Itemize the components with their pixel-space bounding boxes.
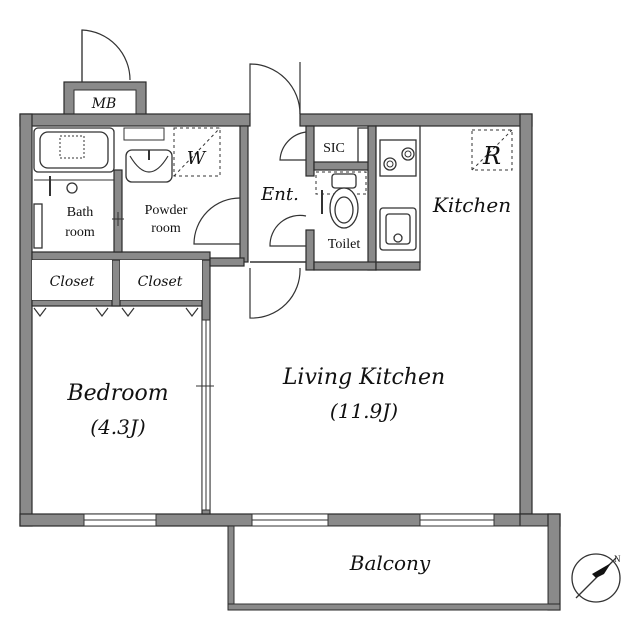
closet-left-label: Closet	[50, 274, 95, 290]
sic: SIC	[323, 127, 369, 163]
bedroom-label: Bedroom	[66, 381, 168, 406]
fridge-label: R	[482, 142, 501, 170]
washer-space	[173, 127, 221, 177]
interior-walls	[31, 125, 421, 515]
drain-icon	[66, 182, 78, 194]
living-kitchen: Living Kitchen (11.9J)	[282, 365, 445, 423]
living-label: Living Kitchen	[282, 365, 445, 390]
bathroom: Bath room	[33, 127, 124, 249]
sic-door-swing	[279, 131, 307, 161]
toilet-label: Toilet	[328, 237, 361, 252]
bedroom-size: (4.3J)	[90, 415, 145, 439]
sic-label: SIC	[323, 141, 345, 156]
balcony: Balcony	[233, 525, 549, 605]
entrance-label: Ent.	[260, 184, 299, 205]
kitchen-label: Kitchen	[432, 193, 511, 217]
front-door-swing	[249, 63, 301, 115]
mb-door-swing	[81, 29, 131, 82]
meter-box: MB	[63, 29, 147, 119]
drain-grid	[59, 135, 85, 159]
bedroom: Bedroom (4.3J)	[66, 319, 214, 511]
washer-label: W	[187, 148, 207, 169]
compass-icon: N	[571, 553, 621, 603]
closet-left-doors	[33, 307, 109, 317]
compass-north-label: N	[614, 554, 621, 564]
bath-label-1: Bath	[67, 205, 93, 220]
powder-label-2: room	[151, 221, 181, 236]
closets: Closet Closet	[32, 260, 202, 317]
powder-door-swing	[193, 197, 241, 245]
powder-label-1: Powder	[145, 203, 188, 218]
toilet-door-swing	[269, 214, 307, 247]
mb-label: MB	[91, 96, 117, 112]
kitchen: R Kitchen	[375, 125, 513, 263]
living-size: (11.9J)	[330, 399, 398, 423]
bath-label-2: room	[65, 225, 95, 240]
closet-right-doors	[121, 307, 199, 317]
powder-room: W Powder room	[125, 127, 241, 245]
entrance: Ent.	[249, 62, 307, 319]
toilet-tank	[331, 173, 357, 189]
closet-right-label: Closet	[138, 274, 183, 290]
balcony-label: Balcony	[349, 551, 431, 575]
fridge-space	[471, 129, 513, 171]
entry-inner-door-swing	[249, 267, 301, 319]
toilet-room: Toilet	[315, 171, 367, 252]
